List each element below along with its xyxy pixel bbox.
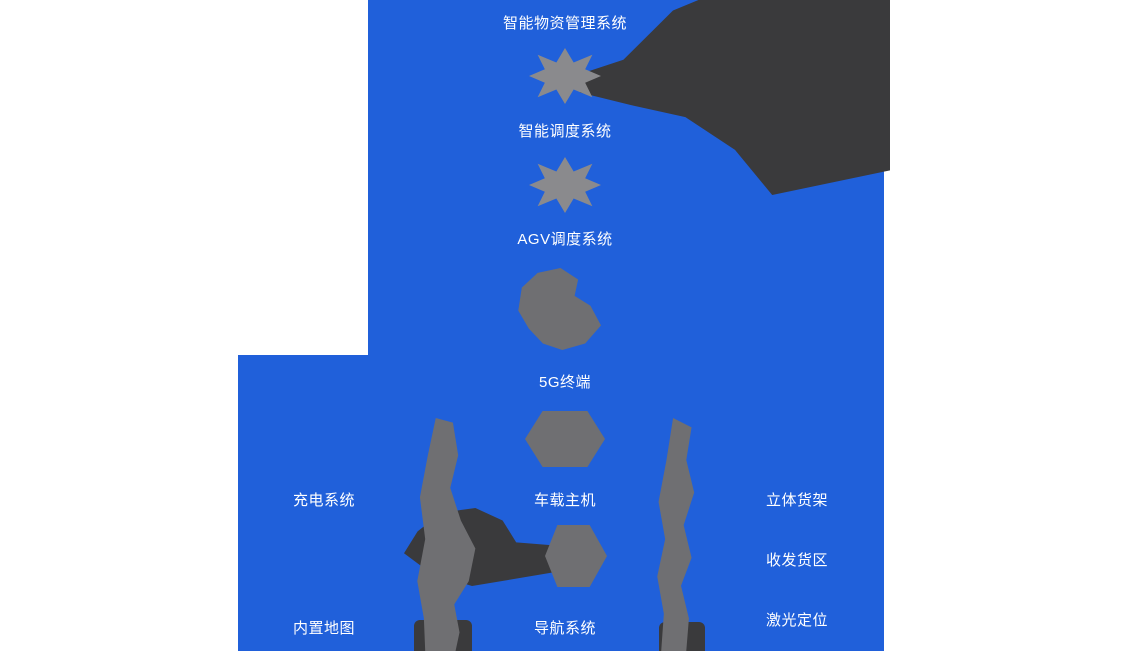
background-panel-bottom <box>238 355 884 651</box>
label-5g-terminal: 5G终端 <box>538 374 592 391</box>
label-stereoscopic-rack: 立体货架 <box>765 492 829 509</box>
label-smart-material-management-system: 智能物资管理系统 <box>502 15 628 32</box>
hexagon-slab-icon <box>525 411 605 467</box>
label-agv-dispatch-system: AGV调度系统 <box>517 231 613 248</box>
label-onboard-host: 车载主机 <box>533 492 597 509</box>
burst-star-icon-1 <box>529 48 601 104</box>
label-charging-system: 充电系统 <box>292 492 356 509</box>
burst-star-icon-2 <box>529 157 601 213</box>
label-builtin-map: 内置地图 <box>292 620 356 637</box>
label-receiving-shipping-area: 收发货区 <box>765 552 829 569</box>
label-smart-dispatch-system: 智能调度系统 <box>518 123 612 140</box>
label-laser-positioning: 激光定位 <box>765 612 829 629</box>
label-navigation-system: 导航系统 <box>533 620 597 637</box>
